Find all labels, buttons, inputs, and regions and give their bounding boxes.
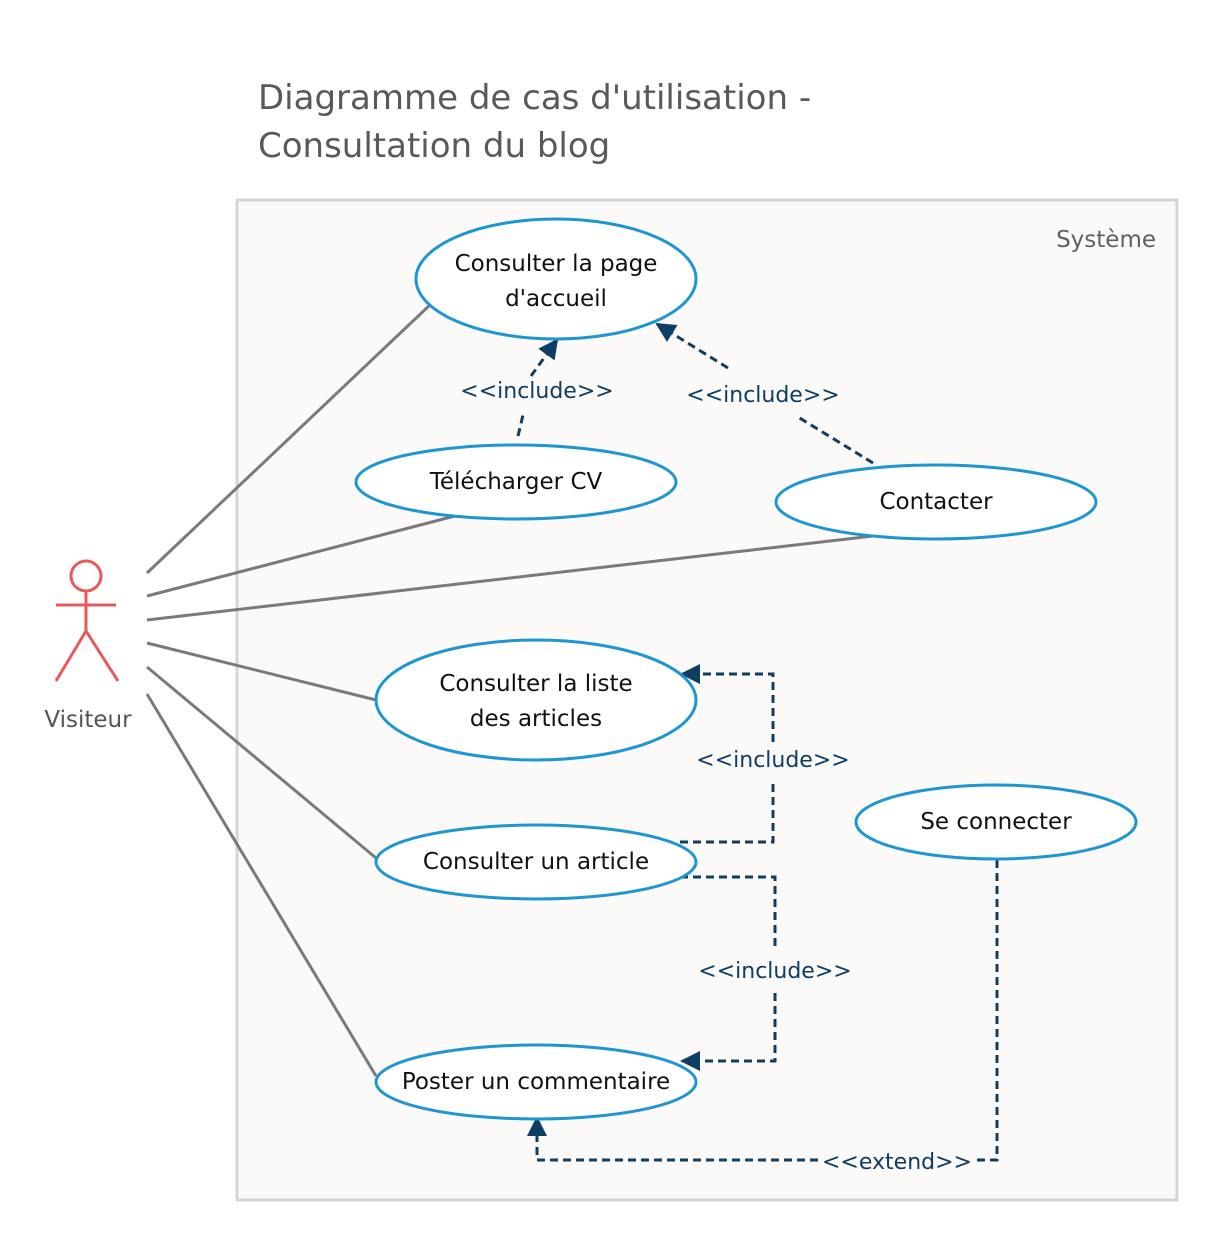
use-case-label: Poster un commentaire [402,1069,670,1095]
use-case-consulter-liste-articles[interactable] [374,638,698,762]
extend-login-link-left[interactable] [527,1116,818,1162]
include-comment-link-upper[interactable] [680,875,777,947]
actor-head [69,559,103,593]
association-article[interactable] [146,665,377,860]
use-case-label: Consulter la page [455,251,658,277]
include-comment-link-lower[interactable] [680,993,777,1071]
use-case-label: Contacter [879,489,993,515]
include-list-link-upper[interactable] [680,664,775,742]
actor-label: Visiteur [44,707,132,733]
include-label-cv: <<include>> [460,379,613,404]
association-list[interactable] [146,641,377,702]
association-contact[interactable] [146,534,874,622]
include-label-list: <<include>> [696,748,849,773]
use-case-label: d'accueil [505,286,607,312]
association-home[interactable] [145,301,434,575]
actor-left-leg [54,630,88,682]
include-label-comment: <<include>> [698,959,851,984]
use-case-telecharger-cv[interactable] [354,443,678,521]
extend-label-login: <<extend>> [822,1150,972,1175]
use-case-label: Consulter un article [423,849,649,875]
include-label-contact: <<include>> [686,383,839,408]
use-case-label: Télécharger CV [429,469,603,495]
actor-right-leg [84,630,120,682]
diagram-title-line1: Diagramme de cas d'utilisation - [258,78,812,118]
use-case-se-connecter[interactable] [854,783,1138,861]
use-case-consulter-article[interactable] [374,823,698,901]
use-case-consulter-page-accueil[interactable] [414,217,698,341]
diagram-title: Diagramme de cas d'utilisation - Consult… [258,74,958,170]
use-case-label: Consulter la liste [439,671,632,697]
association-cv[interactable] [146,514,456,598]
use-case-label: Se connecter [920,809,1072,835]
association-comment[interactable] [145,693,378,1077]
use-case-label: des articles [470,706,602,732]
include-list-link-lower[interactable] [680,783,775,844]
system-label: Système [1056,227,1156,253]
extend-login-link-right[interactable] [975,860,999,1162]
diagram-title-line2: Consultation du blog [258,126,611,166]
include-contact-link-upper[interactable] [655,322,729,370]
include-contact-link-lower[interactable] [797,415,874,465]
include-cv-link-upper[interactable] [529,338,559,377]
use-case-contacter[interactable] [774,463,1098,541]
actor-visiteur[interactable] [54,559,120,682]
include-cv-link-lower[interactable] [516,414,525,437]
use-case-poster-commentaire[interactable] [374,1043,698,1121]
